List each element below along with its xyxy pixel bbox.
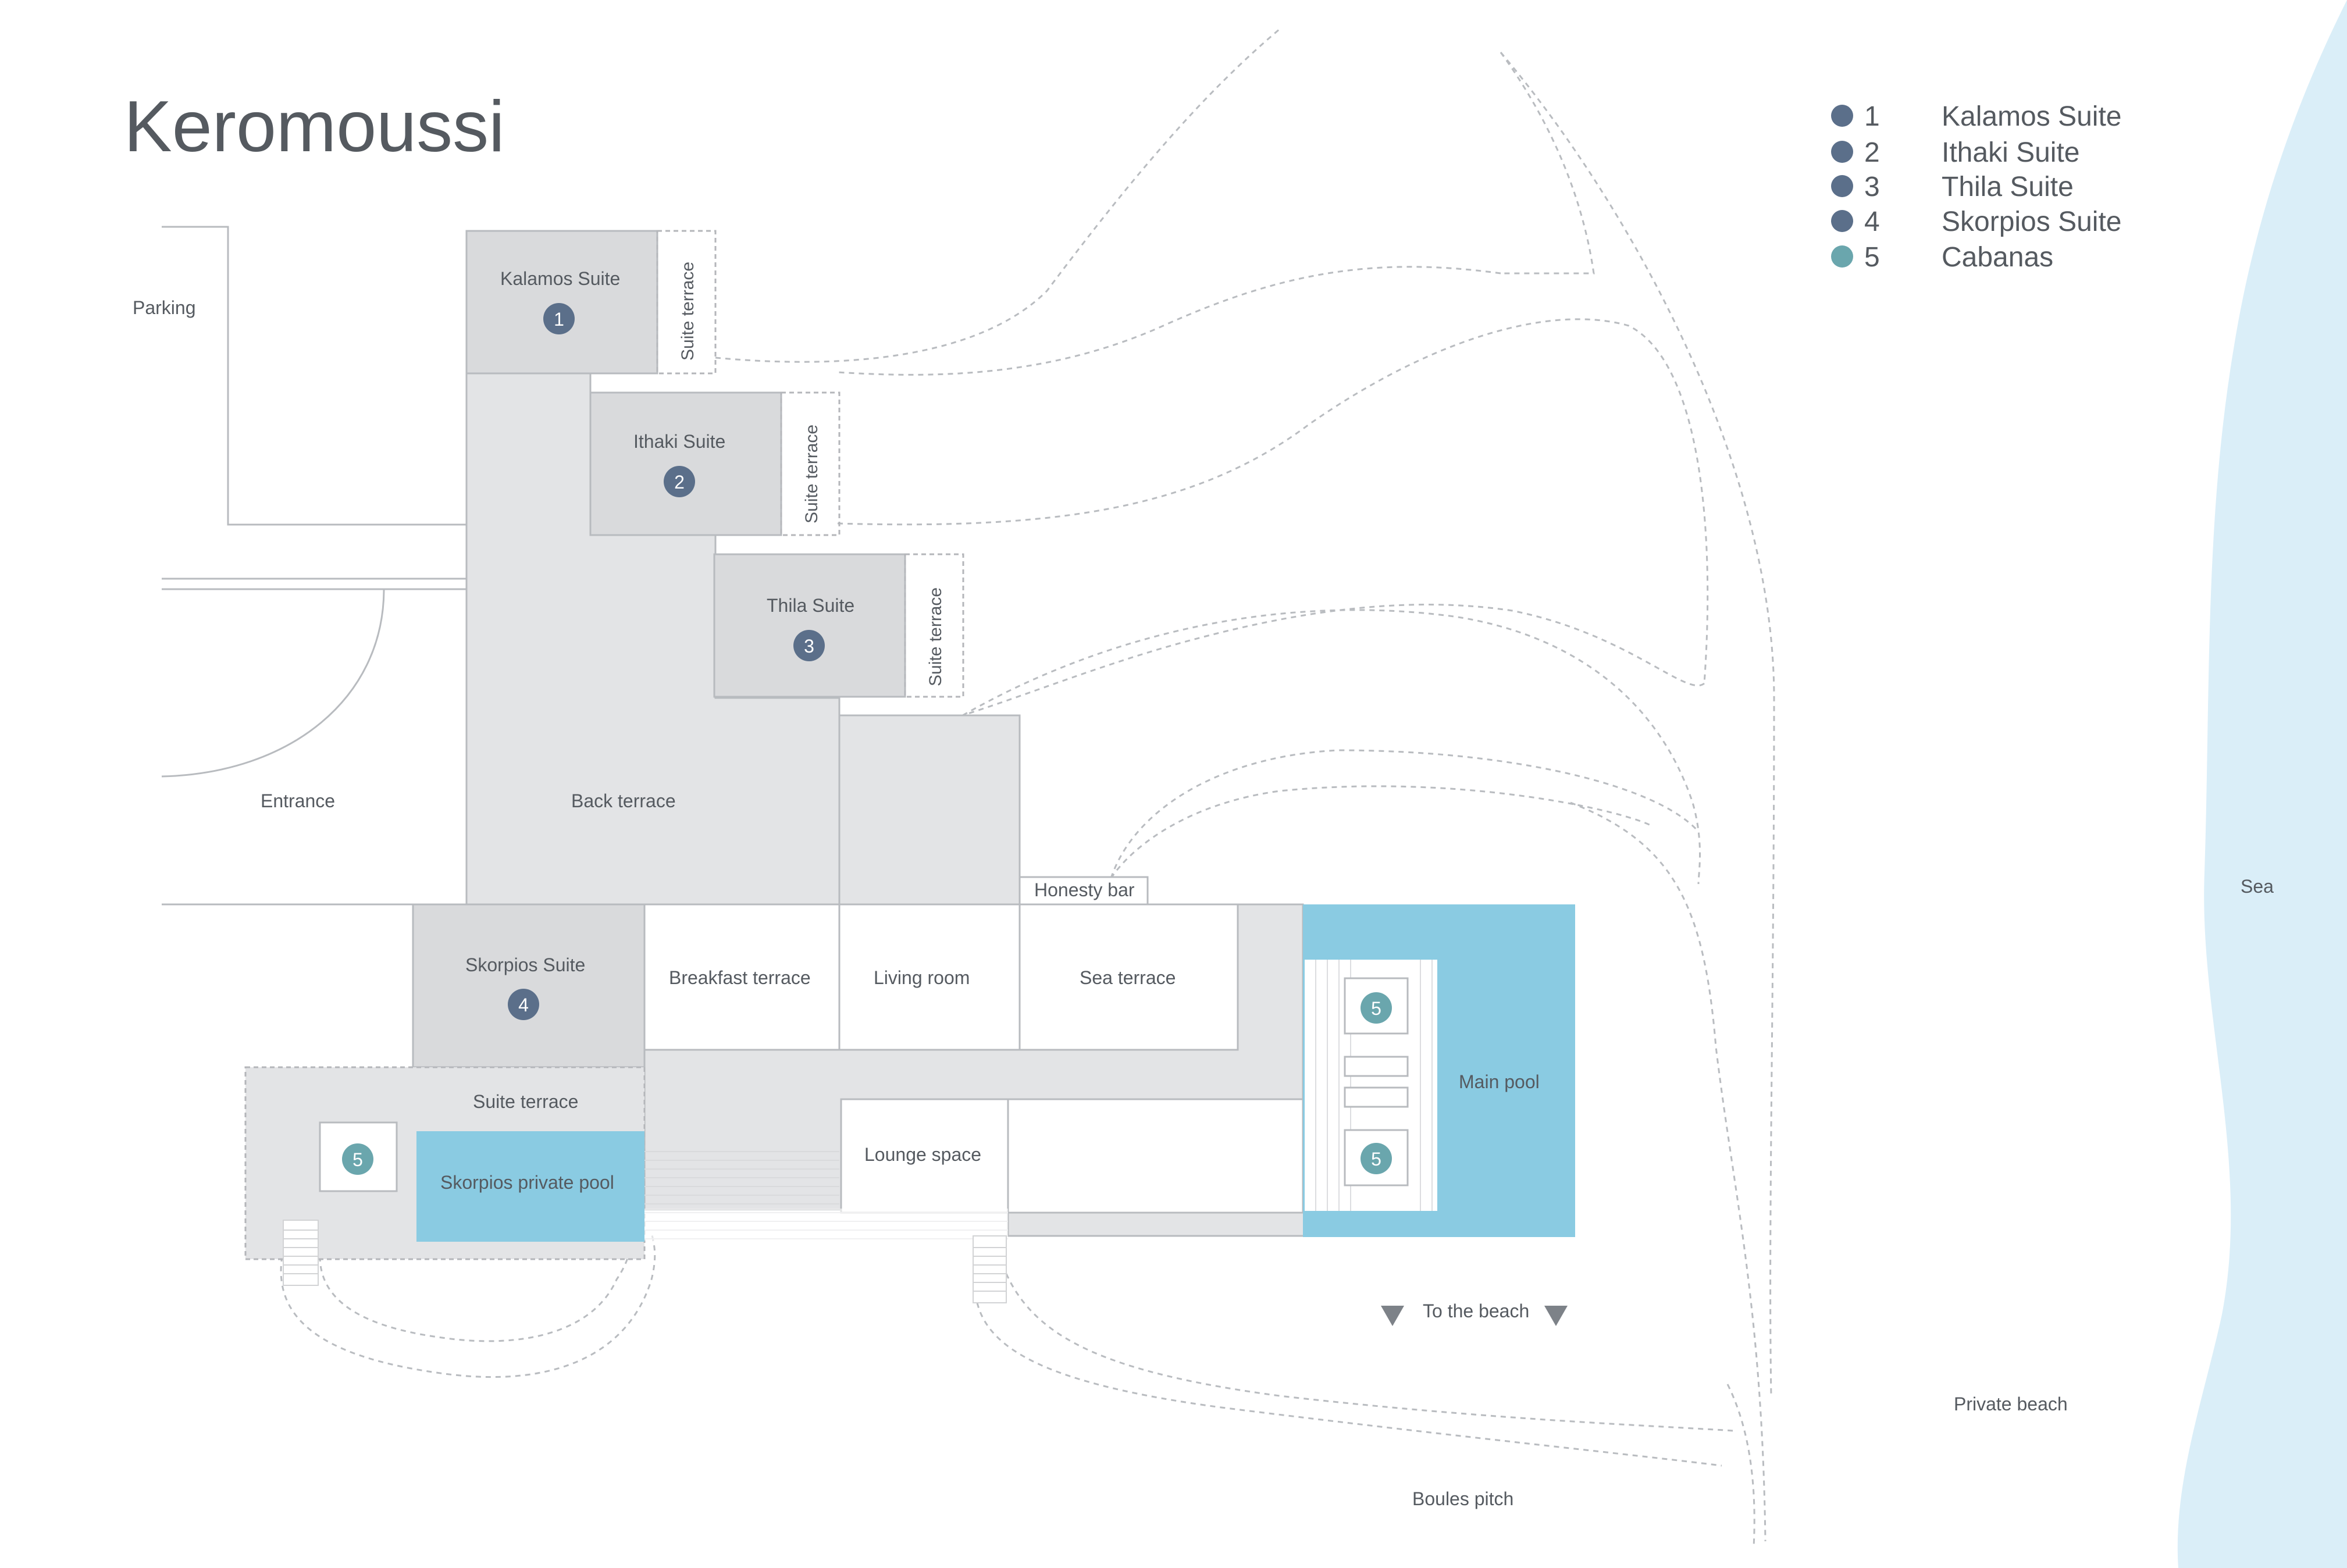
legend-marker-2 xyxy=(1831,141,1853,163)
honesty-bar[interactable] xyxy=(1018,876,1149,906)
marker-3 xyxy=(793,630,825,661)
beach-arrows xyxy=(1381,1306,1568,1326)
svg-text:Cabanas: Cabanas xyxy=(1942,242,2053,273)
sea-label: Sea xyxy=(2241,876,2274,897)
suite-terrace-label-2: Suite terrace xyxy=(802,425,821,523)
svg-text:Thila Suite: Thila Suite xyxy=(1942,172,2074,202)
to-beach-label: To the beach xyxy=(1423,1300,1529,1321)
kalamos-suite[interactable] xyxy=(465,230,717,375)
breakfast-terrace-label: Breakfast terrace xyxy=(669,967,811,988)
parking-label: Parking xyxy=(133,297,196,318)
breakfast-terrace[interactable] xyxy=(643,903,840,1051)
svg-text:4: 4 xyxy=(1864,206,1880,237)
legend-marker-1 xyxy=(1831,105,1853,127)
sea-area xyxy=(2177,0,2347,1568)
back-terrace-label: Back terrace xyxy=(571,790,676,811)
marker-1 xyxy=(543,303,575,334)
private-beach-label: Private beach xyxy=(1954,1394,2068,1414)
suite-markers: 1 2 3 4 5 5 5 xyxy=(342,303,1392,1175)
garden-paths xyxy=(280,28,1775,1548)
suite-terrace-label-3: Suite terrace xyxy=(926,587,945,686)
legend-marker-3 xyxy=(1831,175,1853,197)
kalamos-label: Kalamos Suite xyxy=(500,268,620,289)
lower-white-area xyxy=(1007,1098,1304,1214)
svg-text:Kalamos Suite: Kalamos Suite xyxy=(1942,101,2122,132)
legend-marker-4 xyxy=(1831,210,1853,232)
svg-text:5: 5 xyxy=(1864,242,1880,273)
living-room-label: Living room xyxy=(874,967,970,988)
back-terrace xyxy=(465,372,1021,906)
steps-right xyxy=(973,1235,1007,1303)
skorpios-private-pool xyxy=(416,1131,644,1242)
marker-5-bottom xyxy=(1361,1143,1392,1174)
living-room[interactable] xyxy=(838,903,1021,1051)
svg-text:4: 4 xyxy=(518,995,529,1015)
svg-text:5: 5 xyxy=(352,1149,363,1170)
arrow-down-icon xyxy=(1381,1306,1404,1326)
legend: 1 Kalamos Suite 2 Ithaki Suite 3 Thila S… xyxy=(1831,101,2122,273)
thila-label: Thila Suite xyxy=(767,595,854,616)
ithaki-suite[interactable] xyxy=(589,391,840,536)
svg-text:Ithaki Suite: Ithaki Suite xyxy=(1942,137,2079,168)
marker-5-left xyxy=(342,1143,373,1175)
svg-text:3: 3 xyxy=(804,636,814,657)
lounge-space-label: Lounge space xyxy=(864,1144,981,1165)
svg-text:1: 1 xyxy=(554,309,564,330)
main-pool-area xyxy=(1303,904,1575,1237)
honesty-bar-label: Honesty bar xyxy=(1034,879,1135,900)
entrance-label: Entrance xyxy=(261,790,335,811)
svg-text:5: 5 xyxy=(1371,1149,1381,1170)
sea-terrace-label: Sea terrace xyxy=(1080,967,1176,988)
page-title: Keromoussi xyxy=(124,87,505,167)
ithaki-label: Ithaki Suite xyxy=(633,431,725,452)
main-pool-label: Main pool xyxy=(1459,1071,1540,1092)
marker-2 xyxy=(664,466,695,497)
arrow-down-icon xyxy=(1544,1306,1568,1326)
legend-marker-5 xyxy=(1831,245,1853,268)
svg-text:2: 2 xyxy=(1864,137,1880,168)
sunbed-2[interactable] xyxy=(1344,1086,1409,1108)
skorpios-pool-label: Skorpios private pool xyxy=(440,1172,614,1193)
svg-text:2: 2 xyxy=(674,472,685,493)
lower-building xyxy=(244,876,1438,1303)
svg-text:5: 5 xyxy=(1371,998,1381,1019)
svg-text:3: 3 xyxy=(1864,172,1880,202)
sea-terrace[interactable] xyxy=(1018,903,1239,1051)
marker-5-top xyxy=(1361,992,1392,1024)
lounge-space[interactable] xyxy=(840,1098,1009,1214)
sunbed-1[interactable] xyxy=(1344,1056,1409,1077)
steps-left xyxy=(283,1220,319,1286)
marker-4 xyxy=(508,989,539,1020)
area-labels: Parking Entrance Back terrace Kalamos Su… xyxy=(133,262,2274,1509)
thila-suite[interactable] xyxy=(713,553,964,698)
svg-text:1: 1 xyxy=(1864,101,1880,132)
svg-text:Skorpios Suite: Skorpios Suite xyxy=(1942,206,2122,237)
skorpios-suite[interactable] xyxy=(412,903,646,1068)
skorpios-label: Skorpios Suite xyxy=(465,954,585,975)
suite-terrace-label: Suite terrace xyxy=(473,1091,578,1112)
suite-terrace-label-1: Suite terrace xyxy=(678,262,697,361)
boules-label: Boules pitch xyxy=(1412,1488,1513,1509)
